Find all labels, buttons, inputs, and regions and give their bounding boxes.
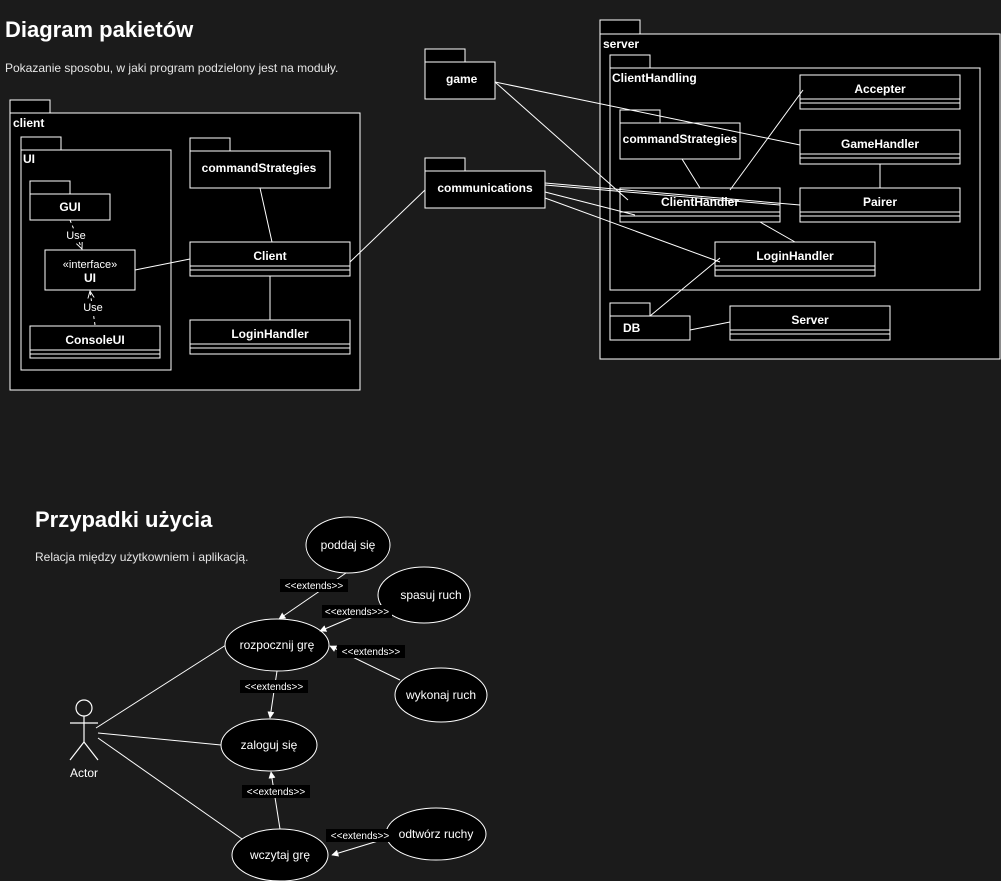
game-handler-class[interactable]: GameHandler — [799, 129, 961, 165]
extends-label-bg — [326, 829, 394, 842]
client-package-label: client — [13, 116, 44, 130]
package-diagram-title: Diagram pakietów — [5, 17, 194, 42]
use-label-bottom: Use — [83, 302, 103, 314]
game-package-label: game — [446, 72, 478, 86]
db-loginhandler-link — [649, 257, 721, 317]
extends-label-bg — [280, 579, 348, 592]
use-case-diagram-subtitle: Relacja między użytkowniem i aplikacją. — [35, 550, 248, 564]
wczytaj-zaloguj-arrow — [268, 771, 281, 830]
extends-label-bg — [242, 785, 310, 798]
use-case-wykonaj[interactable]: wykonaj ruch — [394, 667, 488, 723]
use-case-poddaj[interactable]: poddaj się — [305, 516, 391, 574]
use-case-zaloguj-label: zaloguj się — [241, 738, 298, 752]
accepter-clienthandler-link — [729, 89, 804, 191]
use-label-top: Use — [66, 230, 86, 242]
use-case-wczytaj-label: wczytaj grę — [249, 848, 310, 862]
ui-interface-name: UI — [84, 271, 96, 285]
communications-clienthandler-link-2 — [544, 191, 636, 216]
use-case-rozpocznij[interactable]: rozpocznij grę — [224, 618, 330, 672]
actor-figure[interactable]: Actor — [69, 699, 99, 780]
ui-package-label: UI — [23, 152, 35, 166]
use-case-spasuj-label: spasuj ruch — [400, 588, 461, 602]
db-package[interactable]: DB — [609, 302, 691, 341]
client-login-handler-class[interactable]: LoginHandler — [189, 319, 351, 355]
server-package-label: server — [603, 37, 639, 51]
extends-label-bg — [337, 645, 405, 658]
communications-package[interactable]: communications — [424, 157, 546, 209]
gui-package[interactable]: GUI — [29, 180, 111, 221]
communications-pairer-link — [544, 182, 801, 206]
communications-package-label: communications — [437, 181, 533, 195]
extends-label-odtworz: <<extends>> — [331, 831, 390, 842]
client-ui-link — [134, 258, 191, 271]
server-class-label: Server — [791, 313, 829, 327]
db-server-link — [689, 321, 731, 331]
pairer-label: Pairer — [863, 195, 897, 209]
game-package[interactable]: game — [424, 48, 496, 100]
extends-label-wczytaj-zaloguj: <<extends>> — [247, 787, 306, 798]
use-case-diagram-title: Przypadki użycia — [35, 507, 213, 532]
actor-zaloguj-link — [97, 732, 222, 746]
extends-label-wykonaj: <<extends>> — [342, 647, 401, 658]
communications-clienthandler-link — [544, 184, 781, 206]
client-command-strategies-package[interactable]: commandStrategies — [189, 137, 331, 189]
commandstrategies-clienthandler-link — [681, 158, 701, 189]
use-case-wczytaj[interactable]: wczytaj grę — [231, 828, 329, 881]
use-case-wykonaj-label: wykonaj ruch — [405, 688, 476, 702]
use-case-poddaj-label: poddaj się — [321, 538, 376, 552]
clienthandler-loginhandler-link — [759, 221, 796, 243]
server-class[interactable]: Server — [729, 305, 891, 341]
accepter-label: Accepter — [854, 82, 906, 96]
game-clienthandler-link — [494, 81, 629, 201]
client-login-handler-label: LoginHandler — [231, 327, 309, 341]
extends-label-bg — [322, 605, 392, 618]
use-label-bg — [64, 229, 88, 242]
server-login-handler-class[interactable]: LoginHandler — [714, 241, 876, 277]
client-handler-label: ClientHandler — [661, 195, 739, 209]
use-case-odtworz[interactable]: odtwórz ruchy — [385, 807, 487, 861]
server-command-strategies-package[interactable]: commandStrategies — [619, 109, 741, 160]
server-command-strategies-label: commandStrategies — [623, 132, 738, 146]
accepter-class[interactable]: Accepter — [799, 74, 961, 110]
server-login-handler-label: LoginHandler — [756, 249, 834, 263]
extends-label-rozpocznij-zaloguj: <<extends>> — [245, 682, 304, 693]
extends-label-bg — [240, 680, 308, 693]
gui-package-label: GUI — [59, 200, 80, 214]
actor-label: Actor — [70, 766, 98, 780]
console-ui-class[interactable]: ConsoleUI — [29, 325, 161, 359]
db-package-label: DB — [623, 321, 641, 335]
use-case-odtworz-label: odtwórz ruchy — [399, 827, 474, 841]
extends-label-spasuj: <<extends>>> — [325, 607, 389, 618]
actor-wczytaj-link — [97, 737, 243, 840]
gui-use-dependency — [69, 219, 82, 249]
client-class[interactable]: Client — [189, 241, 351, 277]
use-case-zaloguj[interactable]: zaloguj się — [220, 718, 318, 772]
client-commandstrategies-link — [259, 187, 273, 243]
ui-interface-stereotype: «interface» — [63, 259, 117, 271]
package-connections — [349, 81, 881, 331]
client-handling-package-label: ClientHandling — [612, 71, 697, 85]
use-label-bg — [81, 301, 105, 314]
use-case-spasuj[interactable]: spasuj ruch — [377, 566, 471, 624]
package-diagram-subtitle: Pokazanie sposobu, w jaki program podzie… — [5, 61, 338, 75]
actor-rozpocznij-link — [95, 644, 227, 729]
communications-loginhandler-link — [544, 197, 721, 263]
client-communications-link — [349, 189, 426, 263]
client-command-strategies-label: commandStrategies — [202, 161, 317, 175]
client-class-label: Client — [253, 249, 286, 263]
use-case-rozpocznij-label: rozpocznij grę — [240, 638, 315, 652]
rozpocznij-zaloguj-arrow — [267, 670, 278, 719]
game-gamehandler-link — [494, 81, 801, 146]
game-handler-label: GameHandler — [841, 137, 919, 151]
pairer-class[interactable]: Pairer — [799, 187, 961, 223]
ui-interface[interactable]: «interface» UI — [44, 249, 136, 291]
extends-label-poddaj: <<extends>> — [285, 581, 344, 592]
console-ui-label: ConsoleUI — [65, 333, 124, 347]
